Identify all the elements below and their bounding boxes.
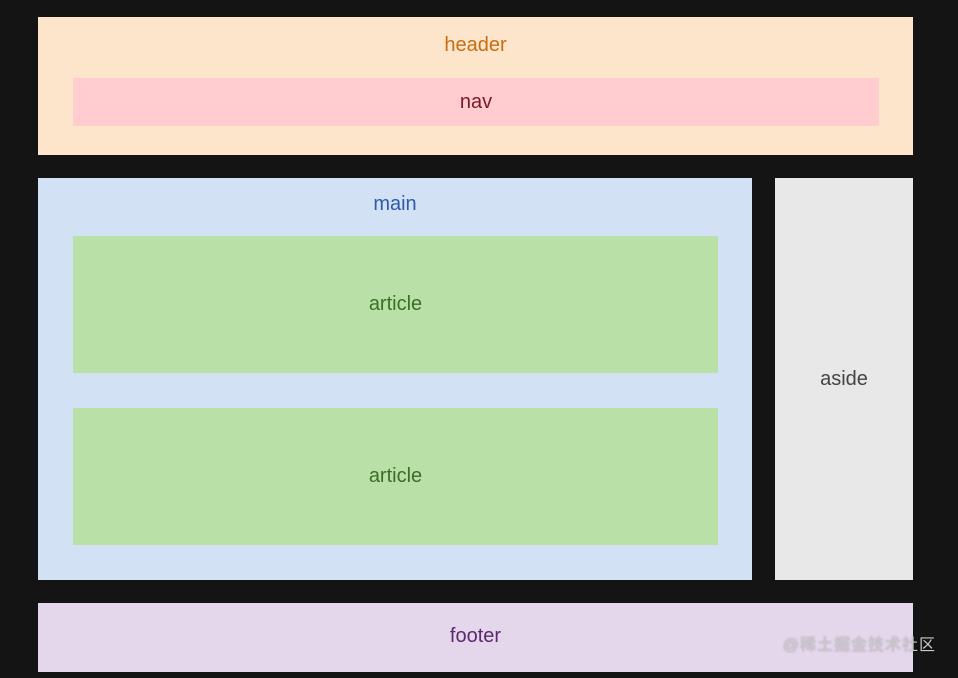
article-region: article [73, 236, 718, 373]
nav-region: nav [73, 78, 879, 126]
article-label: article [368, 293, 423, 315]
watermark: @稀土掘金技术社区 [782, 637, 936, 654]
footer-region: footer [38, 603, 913, 672]
footer-label: footer [449, 625, 502, 647]
header-label: header [444, 34, 507, 56]
article-region: article [73, 408, 718, 545]
main-region: main article article [38, 178, 752, 580]
aside-region: aside [775, 178, 913, 580]
header-region: header nav [38, 17, 913, 155]
article-label: article [368, 465, 423, 487]
aside-label: aside [820, 368, 868, 390]
main-label: main [373, 193, 417, 215]
nav-label: nav [459, 91, 493, 113]
